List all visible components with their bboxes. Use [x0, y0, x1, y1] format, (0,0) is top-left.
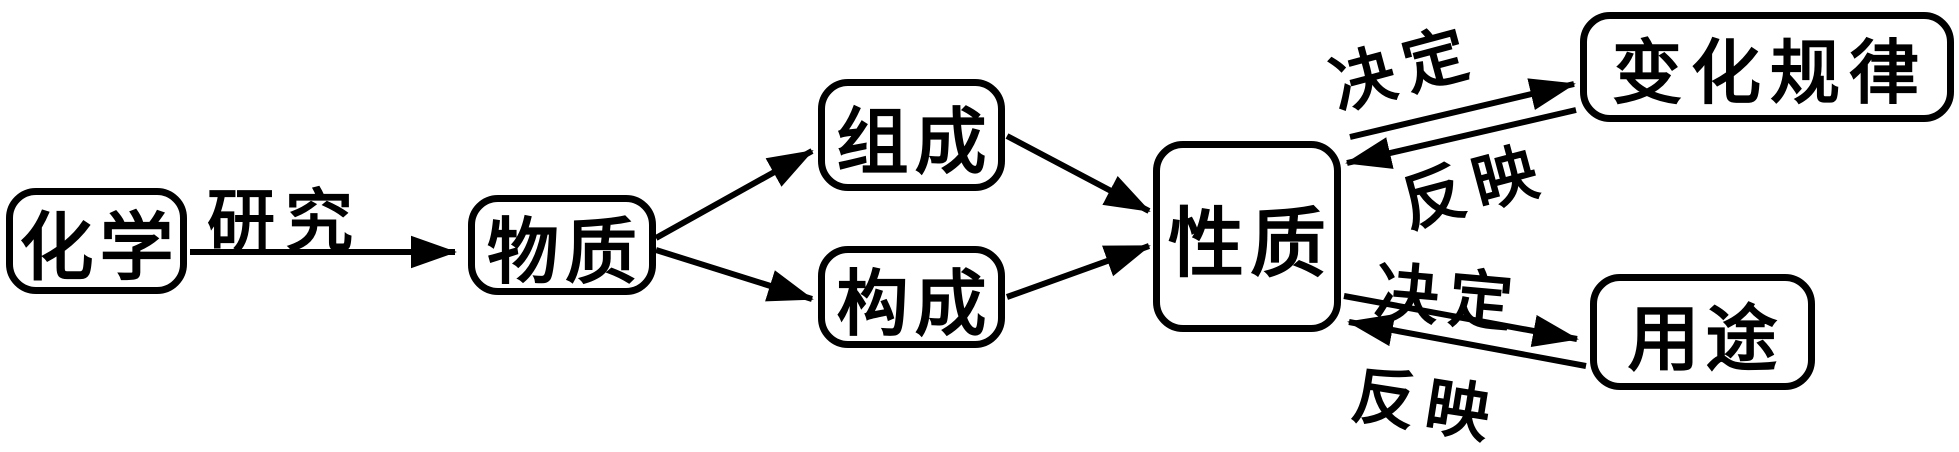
arrow-determine-uses — [1343, 293, 1579, 348]
edge-label-determine-bottom: 决定 — [1371, 256, 1526, 341]
node-matter: 物质 — [468, 195, 656, 295]
node-composition: 组成 — [818, 79, 1005, 191]
arrow-determine-changelaws — [1349, 78, 1576, 140]
arrow-matter-to-constitution — [655, 247, 814, 302]
node-chemistry: 化学 — [6, 188, 187, 294]
node-constitution: 构成 — [818, 246, 1005, 348]
arrow-reflect-changelaws — [1345, 107, 1577, 169]
arrow-matter-to-composition — [654, 148, 814, 241]
node-properties: 性质 — [1153, 141, 1341, 332]
arrow-composition-to-properties — [1005, 133, 1151, 214]
arrow-constitution-to-properties — [1005, 243, 1151, 300]
node-uses: 用途 — [1590, 274, 1815, 390]
edge-label-research: 研究 — [206, 184, 363, 260]
arrow-reflect-uses — [1347, 314, 1587, 369]
node-change-laws: 变化规律 — [1580, 12, 1954, 122]
